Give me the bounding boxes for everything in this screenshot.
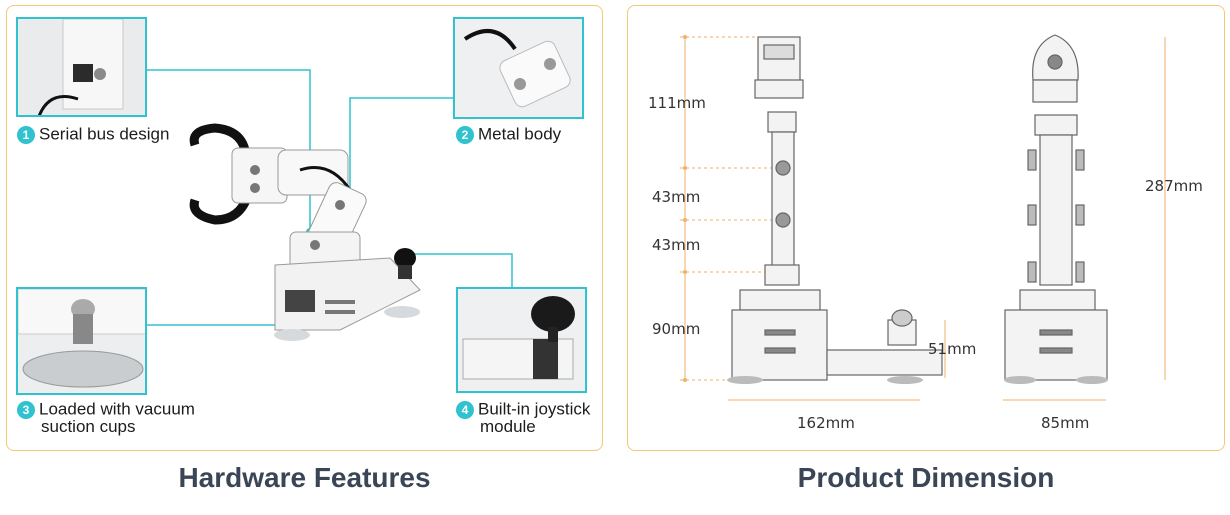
feature-3-text-line2: suction cups bbox=[41, 417, 136, 436]
joystick-image bbox=[458, 289, 585, 391]
feature-2-number: 2 bbox=[456, 126, 474, 144]
serial-bus-thumbnail bbox=[16, 17, 147, 117]
product-dimension-panel bbox=[627, 5, 1225, 451]
feature-4-text-line2: module bbox=[480, 417, 536, 436]
suction-cup-thumbnail bbox=[16, 287, 147, 395]
joystick-thumbnail bbox=[456, 287, 587, 393]
dim-43mm-lower: 43mm bbox=[652, 236, 701, 254]
serial-bus-image bbox=[18, 19, 145, 115]
dim-43mm-upper: 43mm bbox=[652, 188, 701, 206]
metal-body-image bbox=[455, 19, 582, 117]
product-dimension-title: Product Dimension bbox=[797, 462, 1055, 493]
feature-4-number: 4 bbox=[456, 401, 474, 419]
dim-162mm: 162mm bbox=[797, 414, 855, 432]
feature-3-text-line1: Loaded with vacuum bbox=[39, 399, 195, 419]
hardware-features-title: Hardware Features bbox=[178, 462, 431, 493]
suction-cup-image bbox=[18, 289, 145, 393]
dim-287mm: 287mm bbox=[1145, 177, 1203, 195]
feature-2-text: Metal body bbox=[478, 124, 562, 144]
feature-3-number: 3 bbox=[17, 401, 35, 419]
feature-1-number: 1 bbox=[17, 126, 35, 144]
feature-4-text-line1: Built-in joystick bbox=[478, 399, 591, 419]
feature-1-text: Serial bus design bbox=[39, 124, 170, 144]
dim-85mm: 85mm bbox=[1041, 414, 1090, 432]
dim-90mm: 90mm bbox=[652, 320, 701, 338]
metal-body-thumbnail bbox=[453, 17, 584, 119]
dim-51mm: 51mm bbox=[928, 340, 977, 358]
dim-111mm: 111mm bbox=[648, 94, 706, 112]
